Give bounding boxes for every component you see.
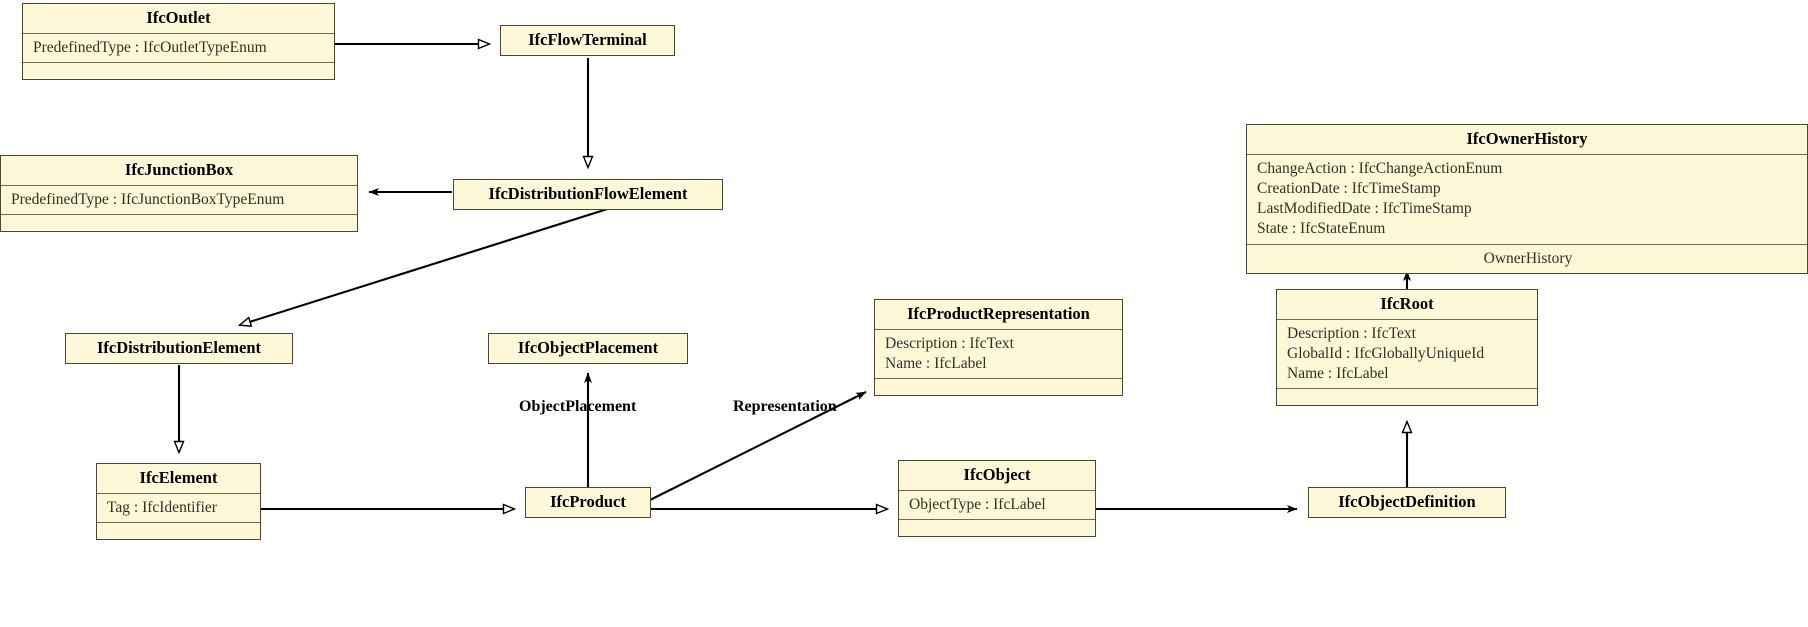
uml-class-ifcflowterminal[interactable]: IfcFlowTerminal <box>500 25 675 56</box>
empty-compartment <box>97 522 260 539</box>
class-name: IfcProductRepresentation <box>907 304 1090 323</box>
class-attribute: LastModifiedDate : IfcTimeStamp <box>1257 200 1472 218</box>
class-name: IfcRoot <box>1380 294 1434 313</box>
uml-class-ifcdistributionflowelement[interactable]: IfcDistributionFlowElement <box>453 179 723 210</box>
class-attribute: Description : IfcText <box>1287 324 1416 342</box>
empty-compartment <box>875 378 1122 395</box>
class-name: IfcFlowTerminal <box>528 30 647 49</box>
class-attribute: Tag : IfcIdentifier <box>107 498 217 516</box>
class-name: IfcProduct <box>550 492 626 511</box>
class-name: IfcDistributionElement <box>96 338 262 357</box>
class-attribute: Name : IfcLabel <box>885 355 987 373</box>
class-name: IfcObjectDefinition <box>1338 492 1476 511</box>
class-attribute: Name : IfcLabel <box>1287 365 1389 383</box>
empty-compartment <box>23 62 334 79</box>
object-placement-label: ObjectPlacement <box>519 398 637 415</box>
attributes-compartment: Tag : IfcIdentifier <box>97 492 260 522</box>
class-attribute: GlobalId : IfcGloballyUniqueId <box>1287 345 1485 363</box>
extra-compartment-label: OwnerHistory <box>1483 249 1573 267</box>
attributes-compartment: PredefinedType : IfcJunctionBoxTypeEnum <box>1 184 357 214</box>
class-attribute: ObjectType : IfcLabel <box>909 495 1046 513</box>
uml-class-ifcproduct[interactable]: IfcProduct <box>525 487 651 518</box>
class-attribute: Description : IfcText <box>885 334 1014 352</box>
class-attribute: State : IfcStateEnum <box>1257 220 1386 238</box>
uml-class-ifcobjectdefinition[interactable]: IfcObjectDefinition <box>1308 487 1506 518</box>
class-attribute: PredefinedType : IfcOutletTypeEnum <box>33 38 267 56</box>
class-name: IfcOwnerHistory <box>1466 129 1588 148</box>
class-attribute: CreationDate : IfcTimeStamp <box>1257 180 1441 198</box>
uml-class-ifcdistributionelement[interactable]: IfcDistributionElement <box>65 333 293 364</box>
extra-compartment: OwnerHistory <box>1247 243 1807 273</box>
empty-compartment <box>1 214 357 231</box>
attributes-compartment: ObjectType : IfcLabel <box>899 489 1095 519</box>
class-name: IfcObjectPlacement <box>517 338 659 357</box>
empty-compartment <box>899 519 1095 536</box>
class-attribute: ChangeAction : IfcChangeActionEnum <box>1257 159 1503 177</box>
class-attribute: PredefinedType : IfcJunctionBoxTypeEnum <box>11 190 285 208</box>
representation-label: Representation <box>733 398 837 415</box>
uml-class-ifcobjectplacement[interactable]: IfcObjectPlacement <box>488 333 688 364</box>
class-name: IfcOutlet <box>146 8 211 27</box>
class-name: IfcJunctionBox <box>124 160 234 179</box>
attributes-compartment: PredefinedType : IfcOutletTypeEnum <box>23 32 334 62</box>
empty-compartment <box>1277 388 1537 405</box>
class-name: IfcDistributionFlowElement <box>488 184 688 203</box>
class-name: IfcObject <box>963 465 1031 484</box>
class-name: IfcElement <box>139 468 218 487</box>
